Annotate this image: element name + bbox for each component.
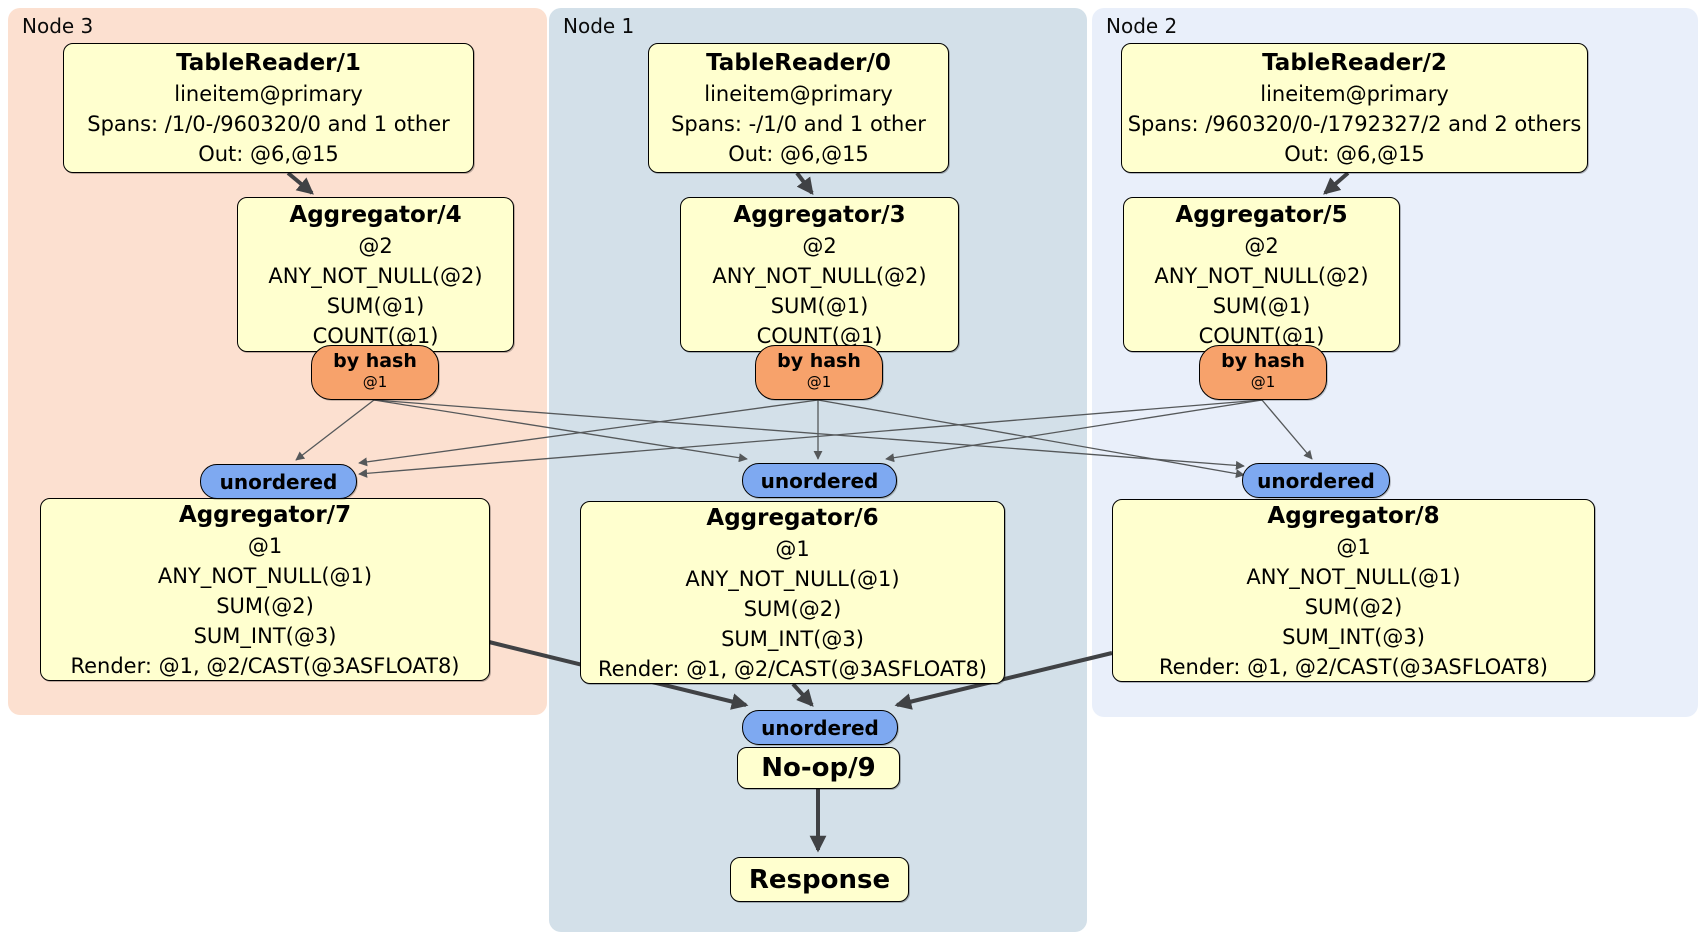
- node-line: @1: [247, 533, 283, 558]
- node-title: Aggregator/3: [733, 201, 906, 228]
- by-hash-label: by hash: [333, 350, 417, 372]
- node-line: SUM(@2): [1304, 594, 1403, 619]
- node-line: ANY_NOT_NULL(@1): [685, 566, 900, 591]
- node-line: SUM_INT(@3): [721, 626, 864, 651]
- node-title: TableReader/0: [706, 50, 891, 76]
- edge-byhash5-unordered7: [358, 399, 1263, 478]
- node-title: TableReader/2: [1262, 50, 1447, 76]
- plan-node-aggregator-4: Aggregator/4 @2 ANY_NOT_NULL(@2) SUM(@1)…: [237, 197, 514, 352]
- region-node-2-label: Node 2: [1106, 14, 1178, 38]
- edge-byhash5-unordered8: [1261, 399, 1313, 460]
- by-hash-columns: @1: [806, 373, 832, 391]
- node-title: Aggregator/8: [1267, 502, 1440, 529]
- node-title: TableReader/1: [176, 50, 361, 76]
- node-line: SUM(@1): [1212, 293, 1311, 318]
- node-line: SUM(@2): [216, 593, 314, 618]
- node-line: SUM_INT(@3): [1282, 624, 1425, 649]
- region-node-3-label: Node 3: [22, 14, 94, 38]
- unordered-label: unordered: [1257, 468, 1375, 493]
- plan-node-noop-9: No-op/9: [737, 747, 900, 789]
- edge-tablereader2-aggregator5: [1323, 171, 1350, 195]
- unordered-label: unordered: [761, 715, 879, 740]
- region-node-1-label: Node 1: [563, 14, 635, 38]
- by-hash-label: by hash: [777, 350, 861, 372]
- node-title: Aggregator/6: [706, 504, 879, 531]
- edge-aggregator6-unordered9: [791, 682, 814, 707]
- unordered-label: unordered: [760, 468, 879, 493]
- unordered-badge-8: unordered: [1242, 463, 1390, 498]
- edge-byhash4-unordered6: [373, 399, 748, 463]
- node-index: lineitem@primary: [174, 82, 363, 106]
- node-line: ANY_NOT_NULL(@2): [268, 263, 483, 288]
- plan-node-tablereader-2: TableReader/2 lineitem@primary Spans: /9…: [1121, 43, 1588, 173]
- by-hash-columns: @1: [362, 373, 388, 391]
- node-line: ANY_NOT_NULL(@2): [1154, 263, 1369, 288]
- node-line: @2: [802, 233, 837, 258]
- node-title: Aggregator/7: [178, 501, 352, 528]
- edge-byhash5-unordered6: [885, 399, 1263, 463]
- edge-aggregator8-unordered9: [894, 651, 1113, 710]
- plan-node-aggregator-6: Aggregator/6 @1 ANY_NOT_NULL(@1) SUM(@2)…: [580, 501, 1005, 684]
- node-render-expr: Render: @1, @2/CAST(@3ASFLOAT8): [597, 656, 988, 681]
- plan-node-aggregator-8: Aggregator/8 @1 ANY_NOT_NULL(@1) SUM(@2)…: [1112, 499, 1595, 682]
- node-index: lineitem@primary: [1260, 82, 1449, 106]
- plan-node-response: Response: [730, 857, 909, 902]
- node-out: Out: @6,@15: [728, 142, 869, 166]
- node-render-expr: Render: @1, @2/CAST(@3ASFLOAT8): [70, 653, 460, 678]
- node-title: Response: [748, 864, 891, 895]
- hash-shuffle-edges: [295, 399, 1313, 479]
- edge-byhash4-unordered7: [295, 399, 375, 461]
- node-line: COUNT(@1): [1198, 323, 1325, 348]
- plan-node-tablereader-1: TableReader/1 lineitem@primary Spans: /1…: [63, 43, 474, 173]
- node-index: lineitem@primary: [704, 82, 893, 106]
- node-line: @1: [1336, 534, 1371, 559]
- by-hash-columns: @1: [1250, 373, 1276, 391]
- node-out: Out: @6,@15: [198, 142, 339, 166]
- node-line: @2: [1244, 233, 1279, 258]
- node-out: Out: @6,@15: [1284, 142, 1425, 166]
- plan-node-aggregator-3: Aggregator/3 @2 ANY_NOT_NULL(@2) SUM(@1)…: [680, 197, 959, 352]
- by-hash-badge-5: by hash @1: [1199, 345, 1327, 400]
- unordered-badge-7: unordered: [200, 464, 357, 499]
- edge-byhash3-unordered8: [817, 399, 1245, 479]
- node-render-expr: Render: @1, @2/CAST(@3ASFLOAT8): [1158, 654, 1549, 679]
- by-hash-badge-4: by hash @1: [311, 345, 439, 400]
- edge-byhash4-unordered8: [373, 399, 1245, 470]
- by-hash-label: by hash: [1221, 350, 1305, 372]
- node-line: SUM(@2): [743, 596, 842, 621]
- node-title: No-op/9: [761, 753, 876, 783]
- unordered-label: unordered: [219, 469, 338, 494]
- unordered-badge-9: unordered: [742, 710, 898, 745]
- node-line: SUM_INT(@3): [193, 623, 337, 648]
- edge-byhash3-unordered7: [358, 399, 819, 467]
- node-line: @1: [775, 536, 810, 561]
- node-line: ANY_NOT_NULL(@1): [157, 563, 373, 588]
- plan-node-aggregator-5: Aggregator/5 @2 ANY_NOT_NULL(@2) SUM(@1)…: [1123, 197, 1400, 352]
- node-line: SUM(@1): [770, 293, 869, 318]
- unordered-badge-6: unordered: [742, 463, 897, 498]
- node-spans: Spans: -/1/0 and 1 other: [671, 112, 926, 136]
- plan-node-tablereader-0: TableReader/0 lineitem@primary Spans: -/…: [648, 43, 949, 173]
- node-title: Aggregator/5: [1175, 201, 1348, 228]
- node-line: ANY_NOT_NULL(@2): [712, 263, 927, 288]
- by-hash-badge-3: by hash @1: [755, 345, 883, 400]
- node-spans: Spans: /960320/0-/1792327/2 and 2 others: [1127, 112, 1582, 136]
- node-line: ANY_NOT_NULL(@1): [1246, 564, 1461, 589]
- node-line: SUM(@1): [326, 293, 425, 318]
- edge-tablereader0-aggregator3: [795, 171, 814, 196]
- node-line: @2: [358, 233, 393, 258]
- node-spans: Spans: /1/0-/960320/0 and 1 other: [87, 112, 450, 136]
- edge-tablereader1-aggregator4: [286, 171, 314, 195]
- node-line: COUNT(@1): [756, 323, 883, 348]
- plan-node-aggregator-7: Aggregator/7 @1 ANY_NOT_NULL(@1) SUM(@2)…: [40, 498, 490, 681]
- node-line: COUNT(@1): [312, 323, 439, 348]
- node-title: Aggregator/4: [289, 201, 462, 228]
